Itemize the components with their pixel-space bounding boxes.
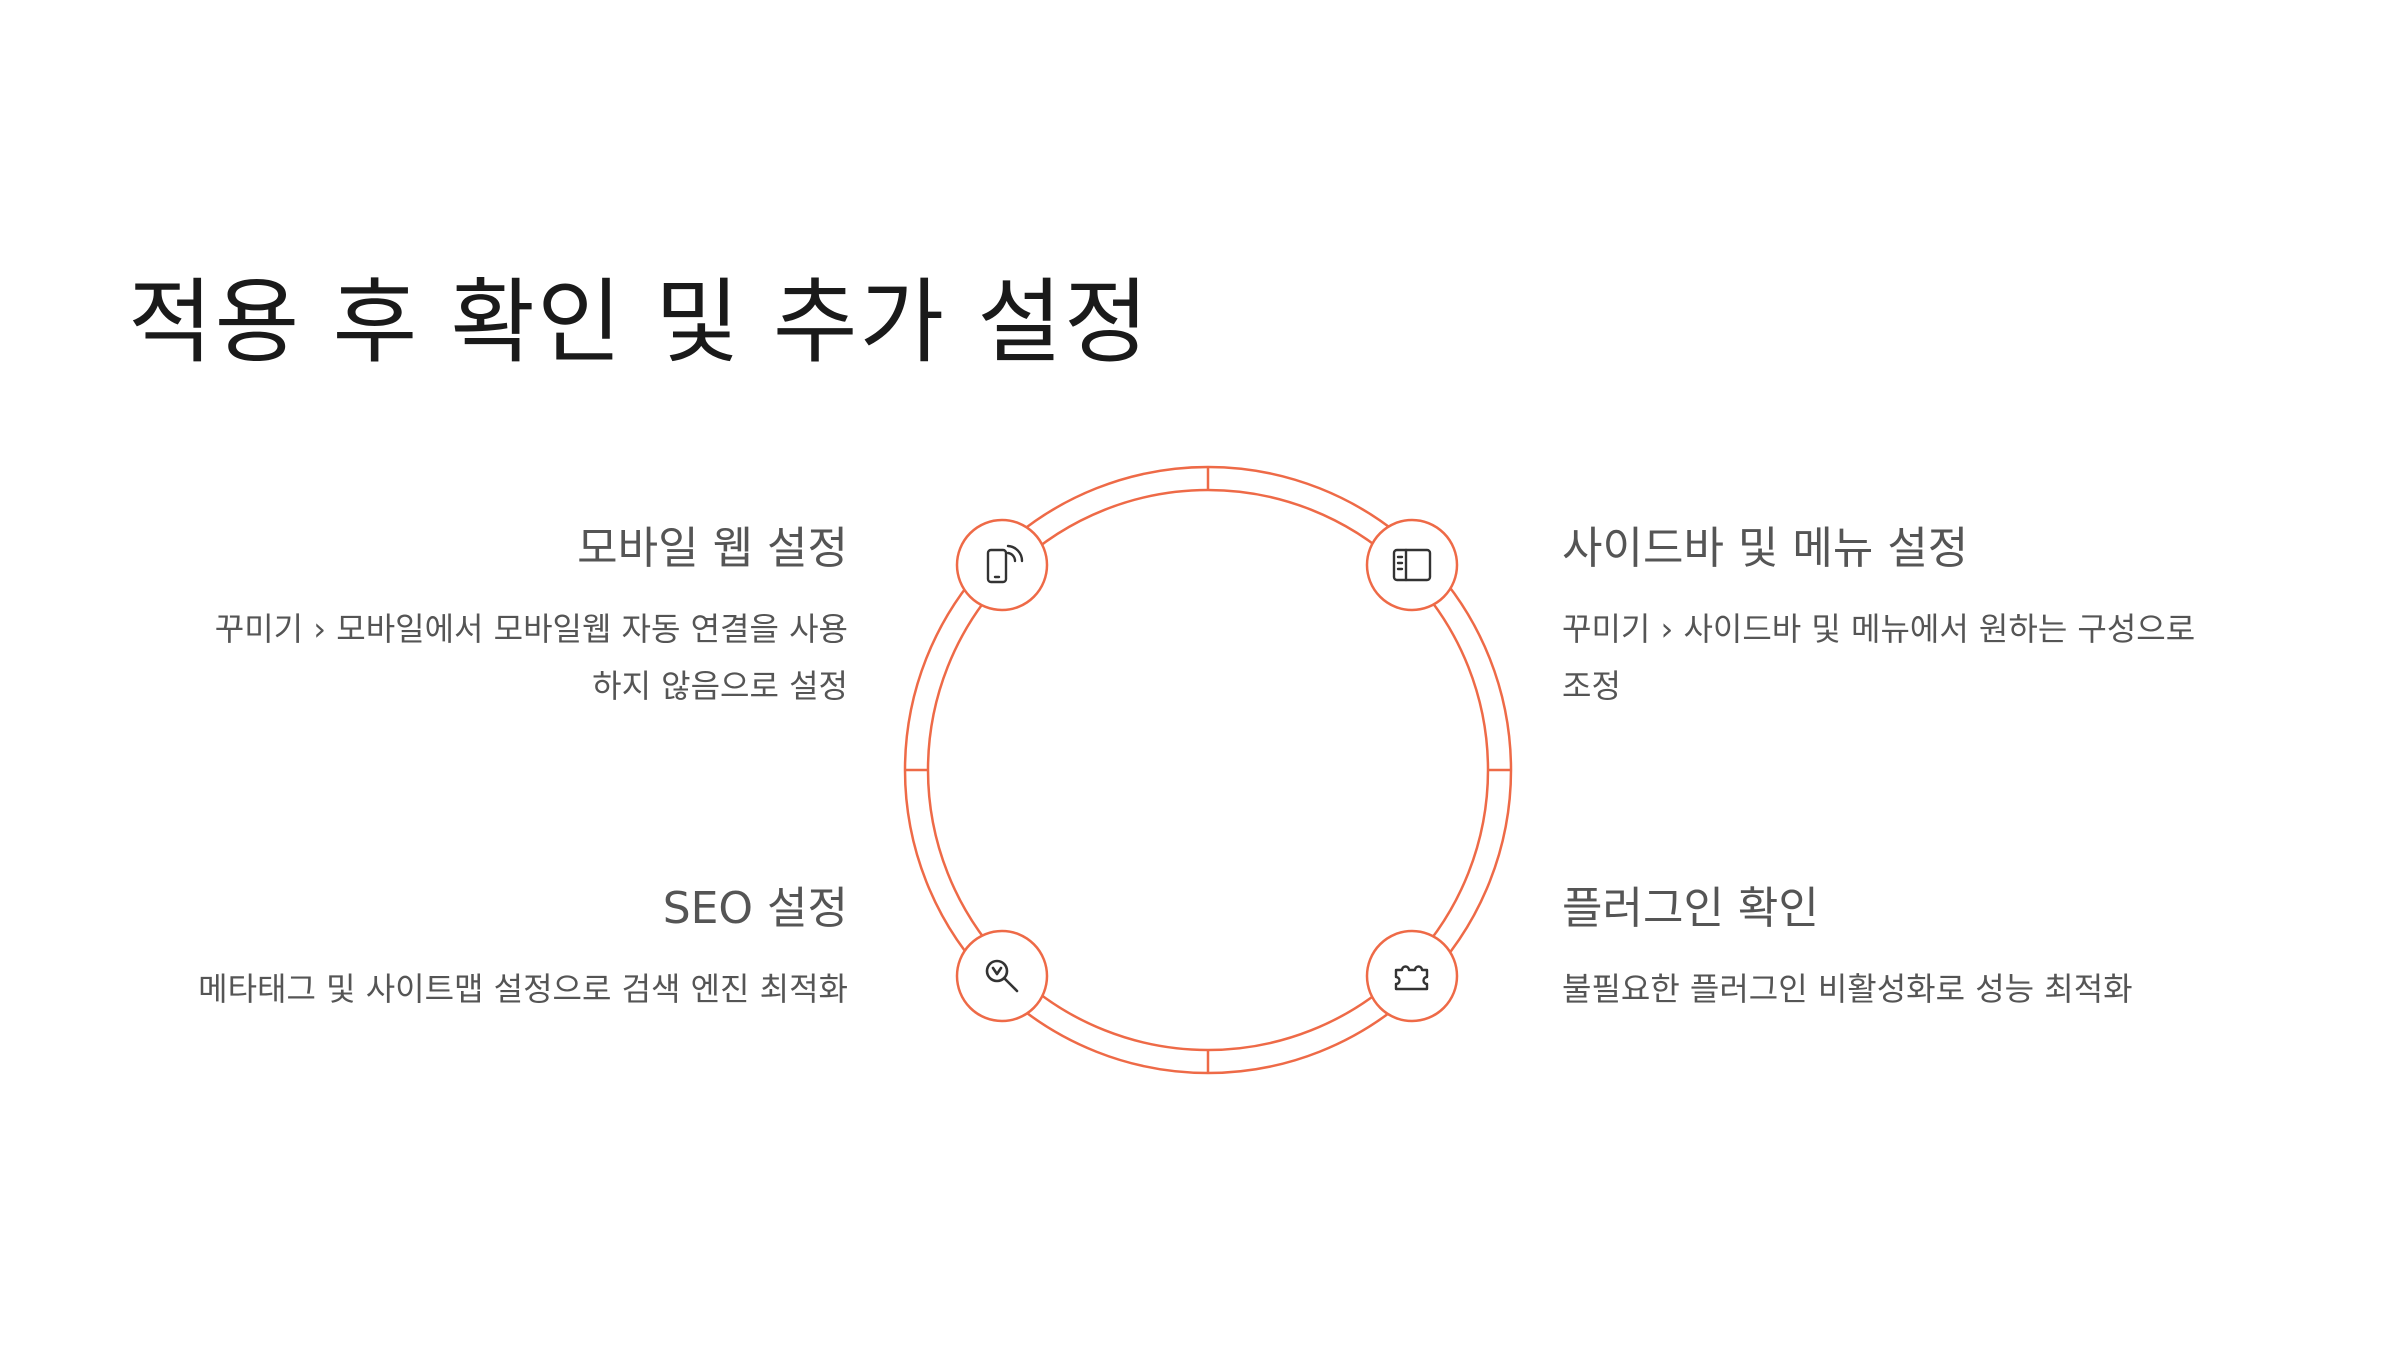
search-magnifier-icon	[985, 959, 1019, 993]
step-mobile-web: 모바일 웹 설정 꾸미기 › 모바일에서 모바일웹 자동 연결을 사용 하지 않…	[128, 520, 848, 715]
step-description-line: 꾸미기 › 사이드바 및 메뉴에서 원하는 구성으로	[1562, 610, 2196, 649]
sidebar-layout-icon	[1392, 548, 1432, 582]
page-title: 적용 후 확인 및 추가 설정	[128, 269, 1151, 376]
step-description: 꾸미기 › 모바일에서 모바일웹 자동 연결을 사용 하지 않음으로 설정	[128, 601, 848, 715]
step-description-line: 메타태그 및 사이트맵 설정으로 검색 엔진 최적화	[198, 970, 848, 1009]
step-title: SEO 설정	[662, 883, 848, 934]
step-plugin: 플러그인 확인 불필요한 플러그인 비활성화로 성능 최적화	[1562, 880, 2282, 1018]
step-seo: SEO 설정 메타태그 및 사이트맵 설정으로 검색 엔진 최적화	[128, 880, 848, 1018]
node-plugin	[1365, 929, 1459, 1023]
step-title: 플러그인 확인	[1562, 883, 1819, 934]
puzzle-piece-icon	[1394, 965, 1429, 991]
step-description-line: 조정	[1562, 667, 1621, 706]
step-description: 꾸미기 › 사이드바 및 메뉴에서 원하는 구성으로 조정	[1562, 601, 2282, 715]
step-description-line: 불필요한 플러그인 비활성화로 성능 최적화	[1562, 970, 2133, 1009]
mobile-signal-icon	[986, 544, 1024, 584]
step-description: 메타태그 및 사이트맵 설정으로 검색 엔진 최적화	[128, 961, 848, 1018]
node-mobile-web	[955, 518, 1049, 612]
step-description-line: 하지 않음으로 설정	[592, 667, 848, 706]
step-title: 모바일 웹 설정	[577, 523, 848, 574]
step-description: 불필요한 플러그인 비활성화로 성능 최적화	[1562, 961, 2282, 1018]
node-sidebar-menu	[1365, 518, 1459, 612]
step-sidebar-menu: 사이드바 및 메뉴 설정 꾸미기 › 사이드바 및 메뉴에서 원하는 구성으로 …	[1562, 520, 2282, 715]
step-description-line: 꾸미기 › 모바일에서 모바일웹 자동 연결을 사용	[214, 610, 848, 649]
node-seo	[955, 929, 1049, 1023]
step-title: 사이드바 및 메뉴 설정	[1562, 523, 1969, 574]
